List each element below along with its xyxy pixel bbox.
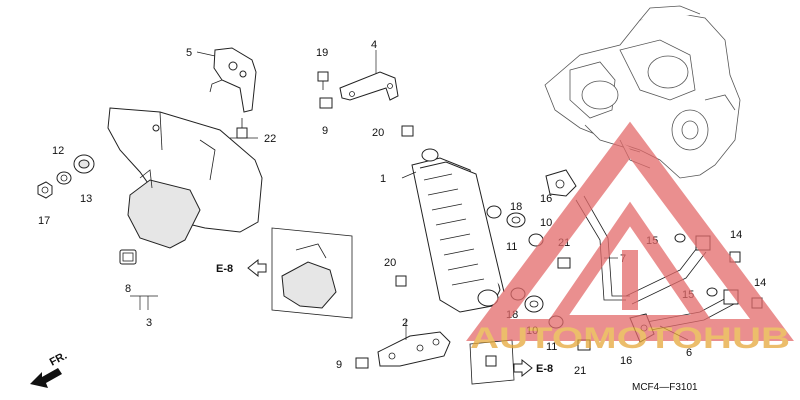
bolt-22 [236,118,248,139]
callout-17: 17 [38,215,50,227]
callout-10-top: 10 [540,217,552,229]
callout-13: 13 [80,193,92,205]
bracket-5 [209,47,257,113]
callout-20-top: 20 [372,127,384,139]
watermark-triangle-icon [466,121,794,341]
ref-e8-left: E-8 [216,263,233,275]
oil-pipe-7 [545,169,630,301]
watermark-text: AUTOMOTOHUB [470,322,790,355]
clip-nut-9-top [319,97,333,109]
rubber-pad [119,249,137,265]
guard-plate-3 [107,107,263,249]
callout-11-bottom: 11 [546,341,557,353]
callout-18-top: 18 [510,201,522,213]
callout-6: 6 [686,347,692,359]
callout-9-top: 9 [322,125,328,137]
callout-21-bottom: 21 [574,365,586,377]
watermark-logo: AUTOMOTOHUB [466,121,794,355]
cooler-fins [423,173,485,286]
o-ring-15 [674,233,718,297]
callout-12: 12 [52,145,64,157]
nut-17 [37,181,53,199]
detail-inset-left [271,227,353,319]
o-ring-10-bottom [524,295,544,313]
bolt-19 [317,71,329,90]
front-label: FR. [48,350,69,369]
clip-nut-9-bottom [355,357,369,369]
callout-11-top: 11 [506,241,517,253]
o-ring-10-top [506,212,526,228]
figure-code: MCF4—F3101 [632,382,698,393]
callout-1: 1 [380,173,386,185]
callout-16-bottom: 16 [620,355,632,367]
oil-cooler-1 [411,148,505,313]
front-arrow: FR. [30,350,69,388]
callout-8: 8 [125,283,131,295]
ref-e8-right: E-8 [536,363,553,375]
bolt-20-bottom [395,275,407,287]
callout-3: 3 [146,317,152,329]
callout-14-top: 14 [730,229,742,241]
seal-18-top [486,205,502,219]
callout-20-bottom: 20 [384,257,396,269]
bolt-20-top [401,125,414,137]
callout-4: 4 [371,39,377,51]
callout-9-bottom: 9 [336,359,342,371]
callout-22: 22 [264,133,276,145]
callout-2: 2 [402,317,408,329]
detail-inset-right [469,339,515,385]
bracket-2 [377,331,451,367]
ref-arrow-left [247,258,267,278]
bolt-21-upper [557,257,571,269]
callout-16-top: 16 [540,193,552,205]
callout-5: 5 [186,47,192,59]
ref-arrow-right [513,358,533,378]
bracket-4 [339,71,399,101]
collar-12 [56,171,72,185]
grommet-13 [73,154,95,174]
callout-19: 19 [316,47,328,59]
callout-14-bottom: 14 [754,277,766,289]
